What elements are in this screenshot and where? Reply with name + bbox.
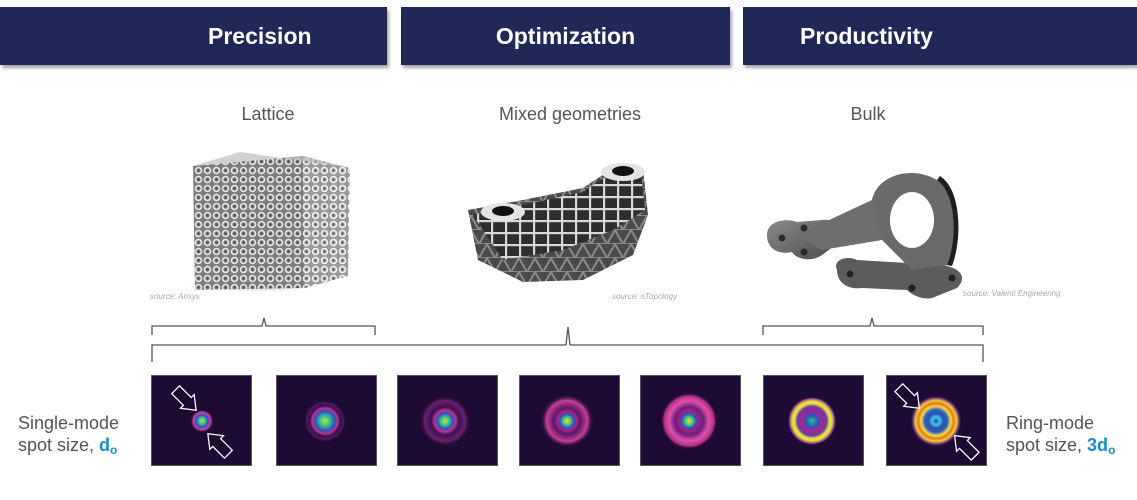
beam-profile-2 (276, 375, 377, 466)
beam-profile-7 (886, 375, 987, 466)
source-note-ansys: source: Ansys (150, 292, 200, 301)
single-mode-spot-symbol: do (99, 435, 118, 457)
ring-mode-label-line1: Ring-mode (1006, 413, 1095, 433)
beam-profile-1 (151, 375, 252, 466)
source-note-ntopology: source: nTopology (612, 292, 678, 301)
header-productivity-label: Productivity (800, 22, 933, 49)
full-range-brace (151, 326, 984, 362)
beam-profile-3 (397, 375, 498, 466)
beam-profile-4 (519, 375, 620, 466)
lattice-cube-image (180, 148, 360, 294)
bulk-bracket-image (762, 160, 972, 300)
header-optimization-label: Optimization (495, 22, 636, 49)
category-label-bulk: Bulk (850, 104, 886, 124)
single-mode-label-line2: spot size, do (18, 435, 118, 457)
single-mode-label: Single-mode spot size, do (18, 412, 119, 461)
arrow-in-icon (894, 382, 980, 462)
category-label-lattice: Lattice (241, 104, 295, 124)
source-note-valenti-engineering: source: Valenti Engineering (963, 289, 1061, 298)
beam-profile-6 (763, 375, 864, 466)
ring-mode-label-line2: spot size, 3do (1006, 435, 1116, 457)
header-productivity: Productivity (743, 7, 1137, 65)
single-mode-label-line1: Single-mode (18, 413, 120, 433)
beam-profile-5 (640, 375, 741, 466)
mixed-geometry-image (463, 160, 693, 295)
category-label-mixed-geometries: Mixed geometries (498, 104, 642, 124)
header-precision: Precision (0, 7, 387, 65)
bulk-brace (762, 317, 984, 335)
header-precision-label: Precision (208, 22, 312, 49)
ring-mode-label: Ring-mode spot size, 3do (1006, 412, 1115, 461)
header-optimization: Optimization (401, 7, 730, 65)
arrow-in-icon (170, 384, 234, 460)
ring-mode-spot-symbol: 3do (1087, 435, 1116, 457)
lattice-brace (151, 317, 376, 335)
